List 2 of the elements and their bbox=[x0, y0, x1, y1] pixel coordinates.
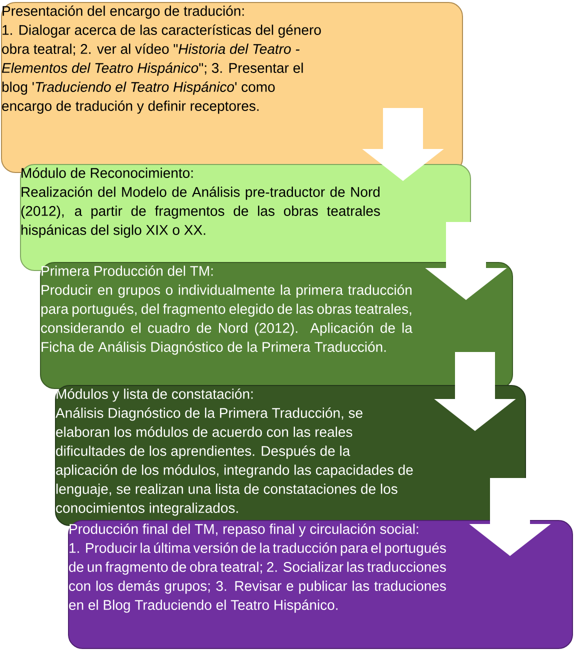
process-box: Primera Producción del TM: Producir en grupos o individualmente la primera traducción para portugués, del fragmento elegido de las obras teatrales, considerando el cuadro de Nord (2012). Aplicación de la Ficha de Análisis Diagnóstico de la Primera Traducción. bbox=[40, 262, 513, 389]
process-box: Producción final del TM, repaso final y circulación social: 1. Producir la última versión de la traducción para el portugués de un fragmento de obra teatral; 2. Socializar las traducciones con los demás grupos; 3. Revisar e publicar las traduciones en el Blog Traduciendo el Teatro Hispánico. bbox=[68, 520, 573, 649]
